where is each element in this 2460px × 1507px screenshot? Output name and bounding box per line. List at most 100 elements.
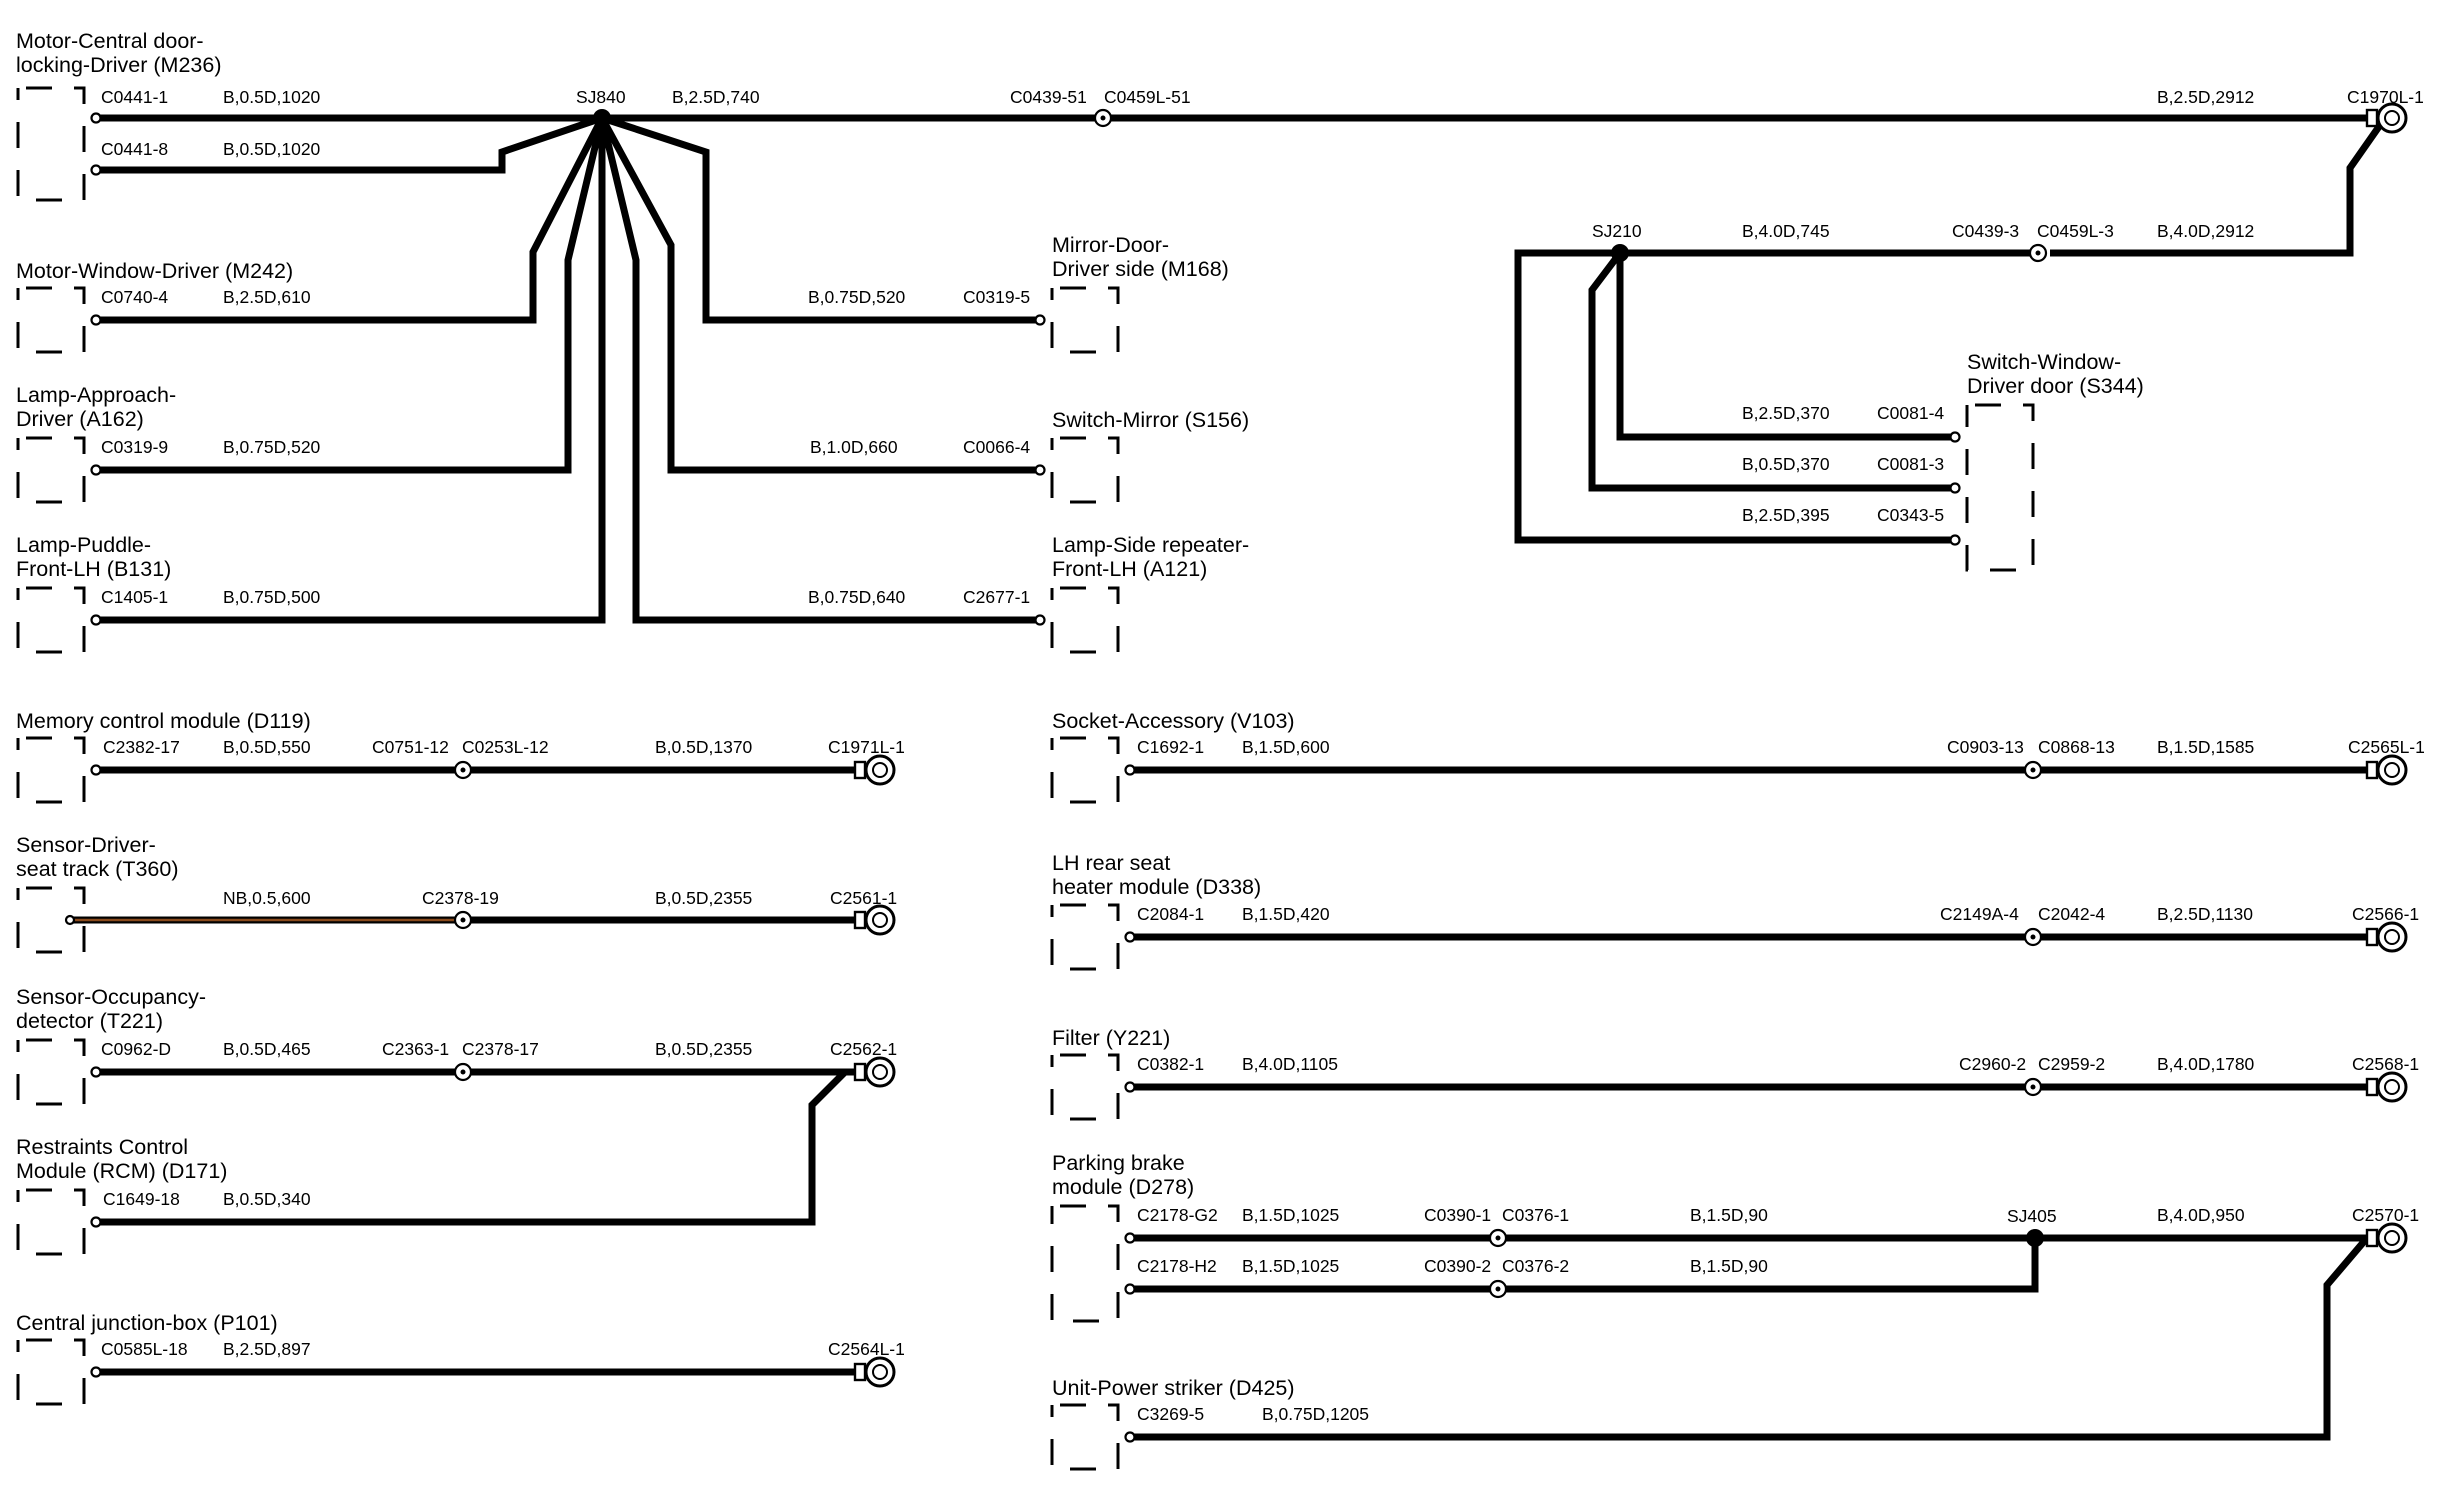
label-c2564l-1: C2564L-1 (828, 1339, 905, 1359)
ground-c2570-1-icon (2365, 1222, 2408, 1254)
label-wire-19: B,0.5D,2355 (655, 888, 752, 908)
label-wire-1: B,0.5D,1020 (223, 87, 321, 107)
wire-sj210-c0081-3 (1588, 250, 1955, 492)
label-wire-22: B,0.5D,340 (223, 1189, 311, 1209)
label-c0253l-12: C0253L-12 (462, 737, 549, 757)
ground-points (853, 102, 2408, 1388)
pin-c2084-1 (1124, 931, 1136, 943)
label-wire-24: B,1.5D,600 (1242, 737, 1330, 757)
label-c2959-2: C2959-2 (2038, 1054, 2105, 1074)
label-wire-25: B,1.5D,1585 (2157, 737, 2254, 757)
label-c0081-4: C0081-4 (1877, 403, 1944, 423)
pin-c2382-17 (90, 764, 102, 776)
pin-c0319-5 (1034, 314, 1046, 326)
label-wire-8: B,0.75D,520 (808, 287, 906, 307)
pin-c2178-g2 (1124, 1232, 1136, 1244)
splice-sj840 (593, 109, 611, 127)
inline-connectors (453, 108, 2048, 1299)
box-d119 (16, 736, 86, 804)
wire-b131 (96, 118, 606, 624)
label-c2565l-1: C2565L-1 (2348, 737, 2425, 757)
inline-c0439-3 (2028, 243, 2048, 263)
label-c2382-17: C2382-17 (103, 737, 180, 757)
ground-c1970l-1-icon (2365, 102, 2408, 134)
pin-c1649-18 (90, 1216, 102, 1228)
inline-c2960-2 (2023, 1077, 2043, 1097)
label-c2042-4: C2042-4 (2038, 904, 2105, 924)
label-wire-34: B,1.5D,90 (1690, 1256, 1768, 1276)
label-c0382-1: C0382-1 (1137, 1054, 1204, 1074)
label-c0319-5: C0319-5 (963, 287, 1030, 307)
title-m236: Motor-Central door-locking-Driver (M236) (16, 29, 222, 77)
box-t360 (16, 886, 86, 954)
box-a162 (16, 436, 86, 504)
label-c0441-1: C0441-1 (101, 87, 168, 107)
wire-a162 (96, 117, 606, 474)
label-wire-28: B,4.0D,1105 (1242, 1054, 1338, 1074)
label-wire-26: B,1.5D,420 (1242, 904, 1330, 924)
box-b131 (16, 586, 86, 654)
label-c0376-1: C0376-1 (1502, 1205, 1569, 1225)
wire-d171 (96, 1069, 848, 1226)
title-t221: Sensor-Occupancy-detector (T221) (16, 985, 206, 1033)
title-p101: Central junction-box (P101) (16, 1311, 278, 1335)
label-c0081-3: C0081-3 (1877, 454, 1944, 474)
inline-c0903-13 (2023, 760, 2043, 780)
label-c0459l-3: C0459L-3 (2037, 221, 2114, 241)
title-y221: Filter (Y221) (1052, 1026, 1170, 1050)
label-c0740-4: C0740-4 (101, 287, 168, 307)
box-m242 (16, 286, 86, 354)
ground-c2566-1-icon (2365, 921, 2408, 953)
pin-c2178-h2 (1124, 1283, 1136, 1295)
label-c2568-1: C2568-1 (2352, 1054, 2419, 1074)
label-wire-35: B,0.75D,1205 (1262, 1404, 1369, 1424)
pin-c1692-1 (1124, 764, 1136, 776)
label-c0439-3: C0439-3 (1952, 221, 2019, 241)
label-c2363-1: C2363-1 (382, 1039, 449, 1059)
pin-t360 (64, 914, 76, 926)
label-c1649-18: C1649-18 (103, 1189, 180, 1209)
label-c0439-51: C0439-51 (1010, 87, 1087, 107)
box-p101 (16, 1338, 86, 1406)
label-wire-3: B,2.5D,2912 (2157, 87, 2254, 107)
pin-c0441-8 (90, 164, 102, 176)
label-c0459l-51: C0459L-51 (1104, 87, 1191, 107)
label-wire-33: B,1.5D,1025 (1242, 1256, 1339, 1276)
box-s344 (1965, 403, 2035, 572)
box-v103 (1050, 736, 1120, 804)
splice-labels: SJ840 SJ210 SJ405 (576, 87, 2057, 1226)
title-d119: Memory control module (D119) (16, 709, 311, 733)
splice-sj210 (1611, 244, 1629, 262)
pin-c0382-1 (1124, 1081, 1136, 1093)
label-sj405: SJ405 (2007, 1206, 2057, 1226)
wire-sj210-c0081-4 (1616, 253, 1955, 441)
label-c2178-g2: C2178-G2 (1137, 1205, 1218, 1225)
wire-m168 (600, 114, 1040, 324)
label-wire-23: B,2.5D,897 (223, 1339, 311, 1359)
ground-c2565l-1-icon (2365, 754, 2408, 786)
splice-points (593, 109, 2044, 1247)
label-c0390-2: C0390-2 (1424, 1256, 1491, 1276)
label-wire-4: B,0.5D,1020 (223, 139, 321, 159)
label-c0343-5: C0343-5 (1877, 505, 1944, 525)
pin-c0585l-18 (90, 1366, 102, 1378)
ground-c2561-1-icon (853, 904, 896, 936)
label-c0751-12: C0751-12 (372, 737, 449, 757)
label-c2178-h2: C2178-H2 (1137, 1256, 1217, 1276)
label-c2960-2: C2960-2 (1959, 1054, 2026, 1074)
label-wire-17: B,0.5D,1370 (655, 737, 753, 757)
label-c2378-17: C2378-17 (462, 1039, 539, 1059)
label-c2562-1: C2562-1 (830, 1039, 897, 1059)
title-a162: Lamp-Approach-Driver (A162) (16, 383, 176, 431)
pin-c0066-4 (1034, 464, 1046, 476)
label-c0390-1: C0390-1 (1424, 1205, 1491, 1225)
title-t360: Sensor-Driver-seat track (T360) (16, 833, 179, 881)
wire-labels: C0441-1 B,0.5D,1020 B,2.5D,740 C0439-51 … (101, 87, 2425, 1424)
inline-c2378-19 (453, 910, 473, 930)
label-sj840: SJ840 (576, 87, 626, 107)
title-m168: Mirror-Door-Driver side (M168) (1052, 233, 1229, 281)
ground-c2568-1-icon (2365, 1071, 2408, 1103)
inline-c0751-12 (453, 760, 473, 780)
component-boxes (16, 86, 2035, 1471)
